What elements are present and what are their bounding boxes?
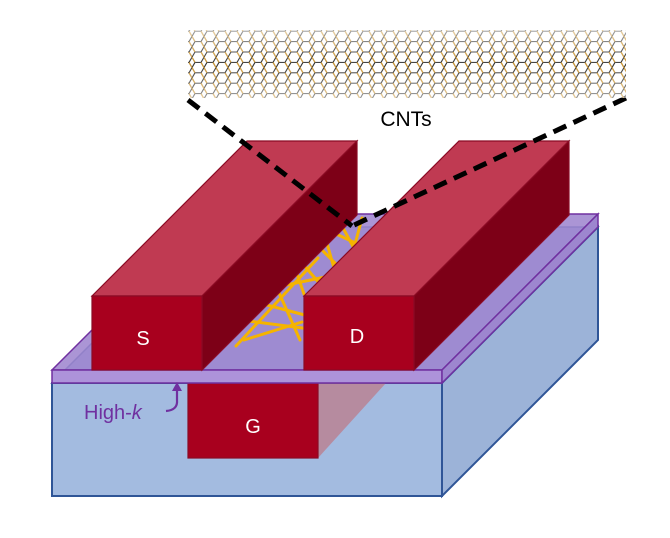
gate-label: G [245, 416, 261, 438]
source-label: S [136, 328, 149, 350]
drain-label: D [350, 326, 364, 348]
zoom-line-left [186, 98, 354, 228]
high-k-pointer-arrow [165, 388, 179, 413]
zoom-lines [186, 95, 628, 229]
high-k-prefix: High- [84, 402, 132, 424]
high-k-label: High-k [84, 402, 143, 424]
cnt-label: CNTs [380, 108, 431, 131]
cnt-strand [234, 256, 320, 348]
high-k-annotation: High-k [84, 382, 182, 424]
high-k-symbol: k [132, 402, 143, 424]
cnt-inset: CNTs [188, 30, 626, 131]
source-front [91, 295, 203, 371]
drain-electrode: D [302, 139, 571, 372]
cnt-tube-shading [188, 30, 626, 98]
zoom-line-right [350, 95, 628, 229]
drain-front [303, 295, 415, 371]
high-k-front-edge [51, 369, 443, 384]
high-k-pointer-head [172, 382, 182, 391]
high-k-side-edge [441, 212, 599, 385]
gate-front-face [187, 382, 319, 459]
